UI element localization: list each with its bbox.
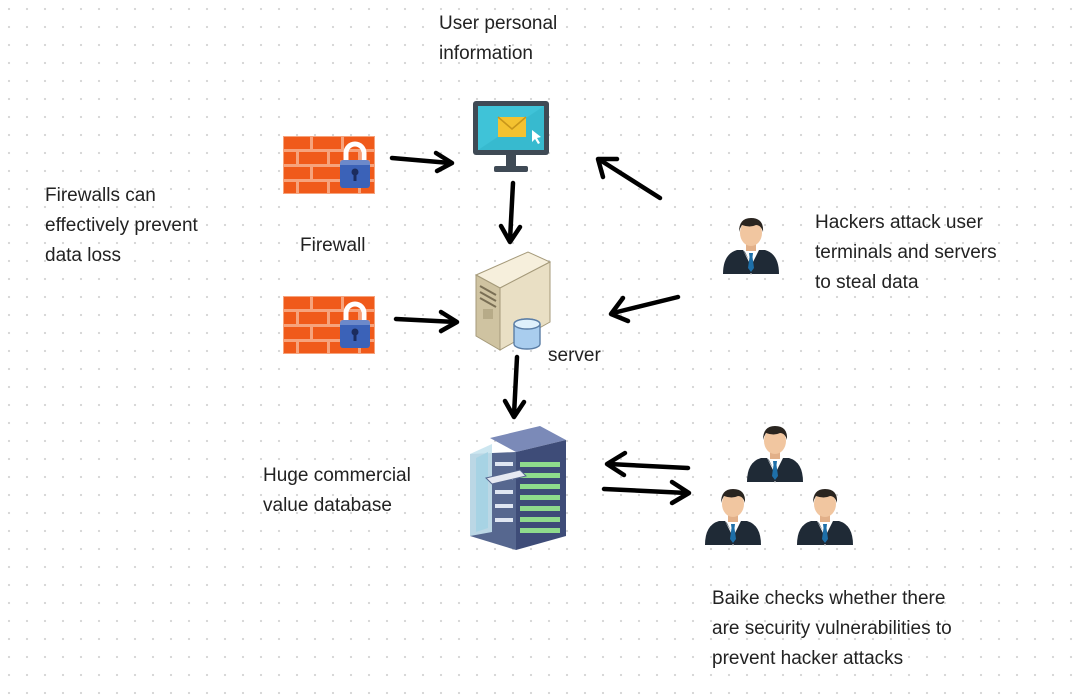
server-label: server (548, 345, 601, 366)
database-label: Huge commercial value database (263, 465, 411, 516)
server-tower-icon (474, 251, 552, 351)
firewall-label: Firewall (300, 235, 366, 256)
baike-note-label: Baike checks whether there are security … (712, 588, 952, 669)
computer-monitor-icon (473, 101, 549, 172)
hacker-group-top-icon (747, 426, 803, 483)
hackers-note-label: Hackers attack user terminals and server… (815, 212, 997, 293)
hacker-top-icon (723, 218, 779, 275)
firewall-bottom-icon (283, 296, 375, 354)
arrow-server-to-database (502, 354, 527, 420)
arrow-database-to-hackers (601, 479, 692, 506)
firewall-top-icon (283, 136, 375, 194)
firewall-note-label: Firewalls can effectively prevent data l… (45, 185, 198, 266)
user-info-label: User personal information (439, 13, 558, 64)
arrow-firewall-to-computer (389, 150, 455, 174)
arrow-hacker-to-server (608, 294, 681, 324)
hacker-group-right-icon (797, 489, 853, 546)
arrow-firewall-to-server (393, 309, 460, 334)
arrow-hackers-to-database (604, 450, 691, 478)
hacker-group-left-icon (705, 489, 761, 546)
database-rack-icon (470, 426, 566, 550)
arrow-computer-to-server (498, 180, 523, 245)
arrow-hacker-to-computer (595, 156, 663, 201)
